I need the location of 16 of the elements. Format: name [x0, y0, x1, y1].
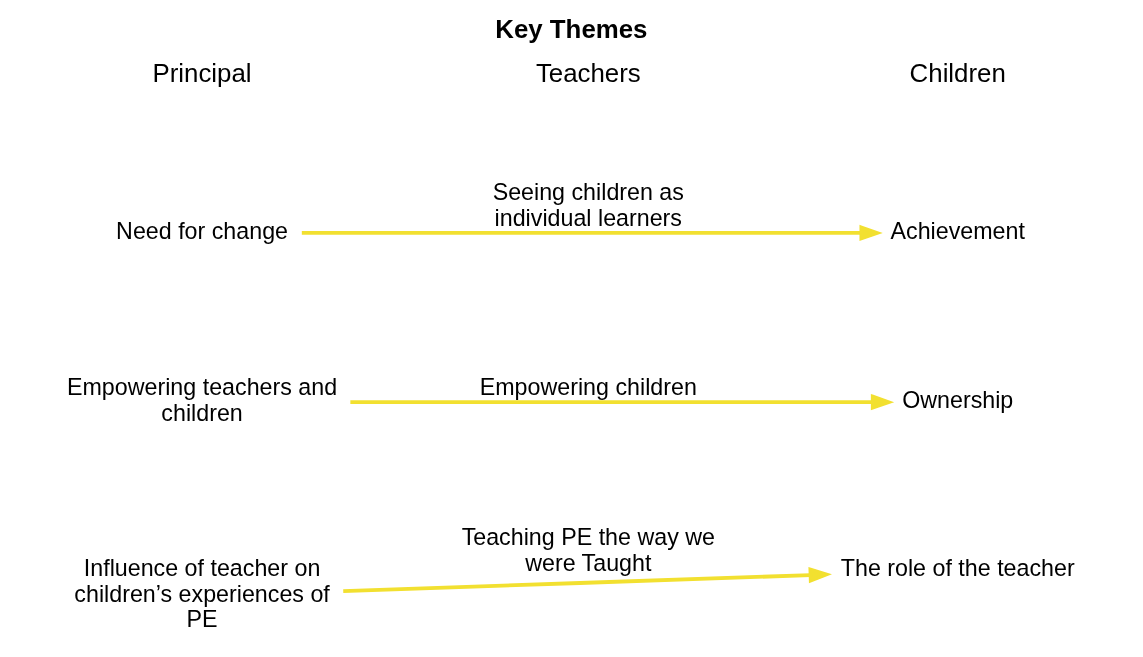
node-text: Need for change: [116, 217, 289, 244]
edge-label: Seeing children as individual learners: [492, 178, 684, 231]
arrow: [350, 393, 895, 411]
node-text: Empowering teachers and children: [67, 373, 338, 426]
diagram-title: Key Themes: [495, 14, 648, 43]
label: Children: [909, 58, 1006, 87]
label: Teachers: [535, 58, 641, 87]
arrow: [343, 566, 832, 594]
node-text: Ownership: [902, 386, 1014, 413]
label: Principal: [152, 58, 252, 87]
edge-label: Teaching PE the way we were Taught: [461, 523, 715, 576]
node-text: Influence of teacher on children’s experiences of PE: [74, 554, 330, 633]
edge-label: Empowering children: [479, 373, 697, 400]
node-text: Achievement: [890, 217, 1025, 244]
arrow: [301, 224, 883, 242]
node-text: The role of the teacher: [840, 554, 1075, 581]
